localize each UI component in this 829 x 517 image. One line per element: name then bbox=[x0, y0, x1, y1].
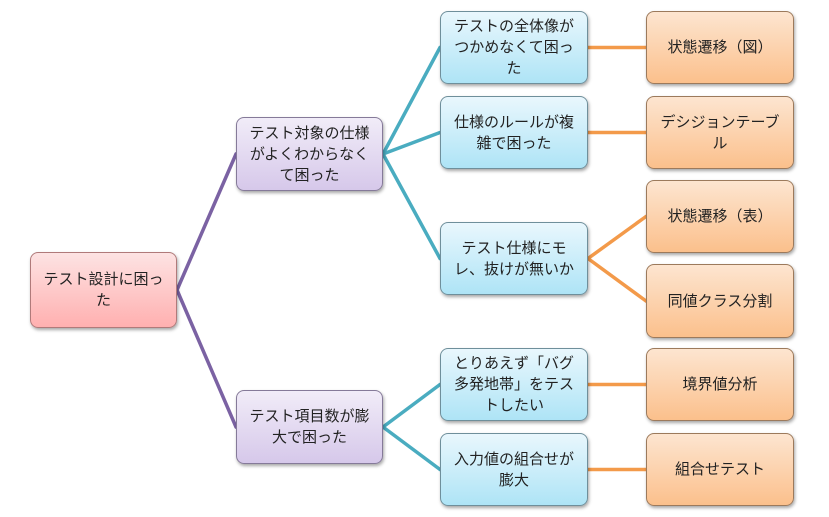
technique-node-equivalence-partitioning[interactable]: 同値クラス分割 bbox=[646, 264, 794, 338]
node-label: とりあえず「バグ多発地帯」をテストしたい bbox=[453, 354, 574, 414]
technique-node-boundary-value-analysis[interactable]: 境界値分析 bbox=[646, 348, 794, 421]
node-label: テストの全体像がつかめなくて困った bbox=[453, 17, 574, 77]
connector-root-m1 bbox=[175, 152, 238, 292]
connector-m2-b5 bbox=[381, 425, 442, 472]
level2-node-coverage-gaps[interactable]: テスト仕様にモレ、抜けが無いか bbox=[440, 222, 588, 295]
level2-node-overview[interactable]: テストの全体像がつかめなくて困った bbox=[440, 11, 588, 84]
node-label: テスト対象の仕様がよくわからなくて困った bbox=[249, 123, 370, 184]
connector-m1-b3 bbox=[381, 152, 442, 261]
root-node-label: テスト設計に困った bbox=[43, 270, 164, 309]
technique-node-state-transition-diagram[interactable]: 状態遷移（図） bbox=[646, 11, 794, 84]
connector-b3-o4 bbox=[586, 256, 648, 303]
connector-m1-b2 bbox=[381, 130, 442, 156]
technique-node-decision-table[interactable]: デシジョンテーブル bbox=[646, 96, 794, 169]
connector-b3-o3 bbox=[586, 214, 648, 261]
node-label: 入力値の組合せが膨大 bbox=[453, 449, 574, 489]
level2-node-input-combinations[interactable]: 入力値の組合せが膨大 bbox=[440, 433, 588, 506]
node-label: デシジョンテーブル bbox=[660, 112, 780, 152]
connector-m1-b1 bbox=[381, 45, 442, 156]
node-label: テスト項目数が膨大で困った bbox=[249, 407, 370, 446]
technique-node-state-transition-table[interactable]: 状態遷移（表） bbox=[646, 180, 794, 253]
node-label: 組合せテスト bbox=[674, 460, 765, 478]
node-label: テスト仕様にモレ、抜けが無いか bbox=[453, 238, 574, 278]
connector-root-m2 bbox=[175, 288, 238, 429]
node-label: 状態遷移（表） bbox=[667, 207, 773, 225]
level1-node-spec-unclear[interactable]: テスト対象の仕様がよくわからなくて困った bbox=[236, 117, 383, 191]
technique-node-combinatorial-testing[interactable]: 組合せテスト bbox=[646, 433, 794, 506]
level2-node-bug-hotspots[interactable]: とりあえず「バグ多発地帯」をテストしたい bbox=[440, 348, 588, 421]
node-label: 境界値分析 bbox=[682, 375, 758, 393]
root-node[interactable]: テスト設計に困った bbox=[30, 252, 177, 328]
connector-m2-b4 bbox=[381, 382, 442, 429]
level1-node-too-many-items[interactable]: テスト項目数が膨大で困った bbox=[236, 390, 383, 464]
level2-node-complex-rules[interactable]: 仕様のルールが複雑で困った bbox=[440, 96, 588, 169]
node-label: 同値クラス分割 bbox=[667, 291, 773, 310]
node-label: 仕様のルールが複雑で困った bbox=[453, 112, 574, 152]
node-label: 状態遷移（図） bbox=[667, 38, 773, 56]
